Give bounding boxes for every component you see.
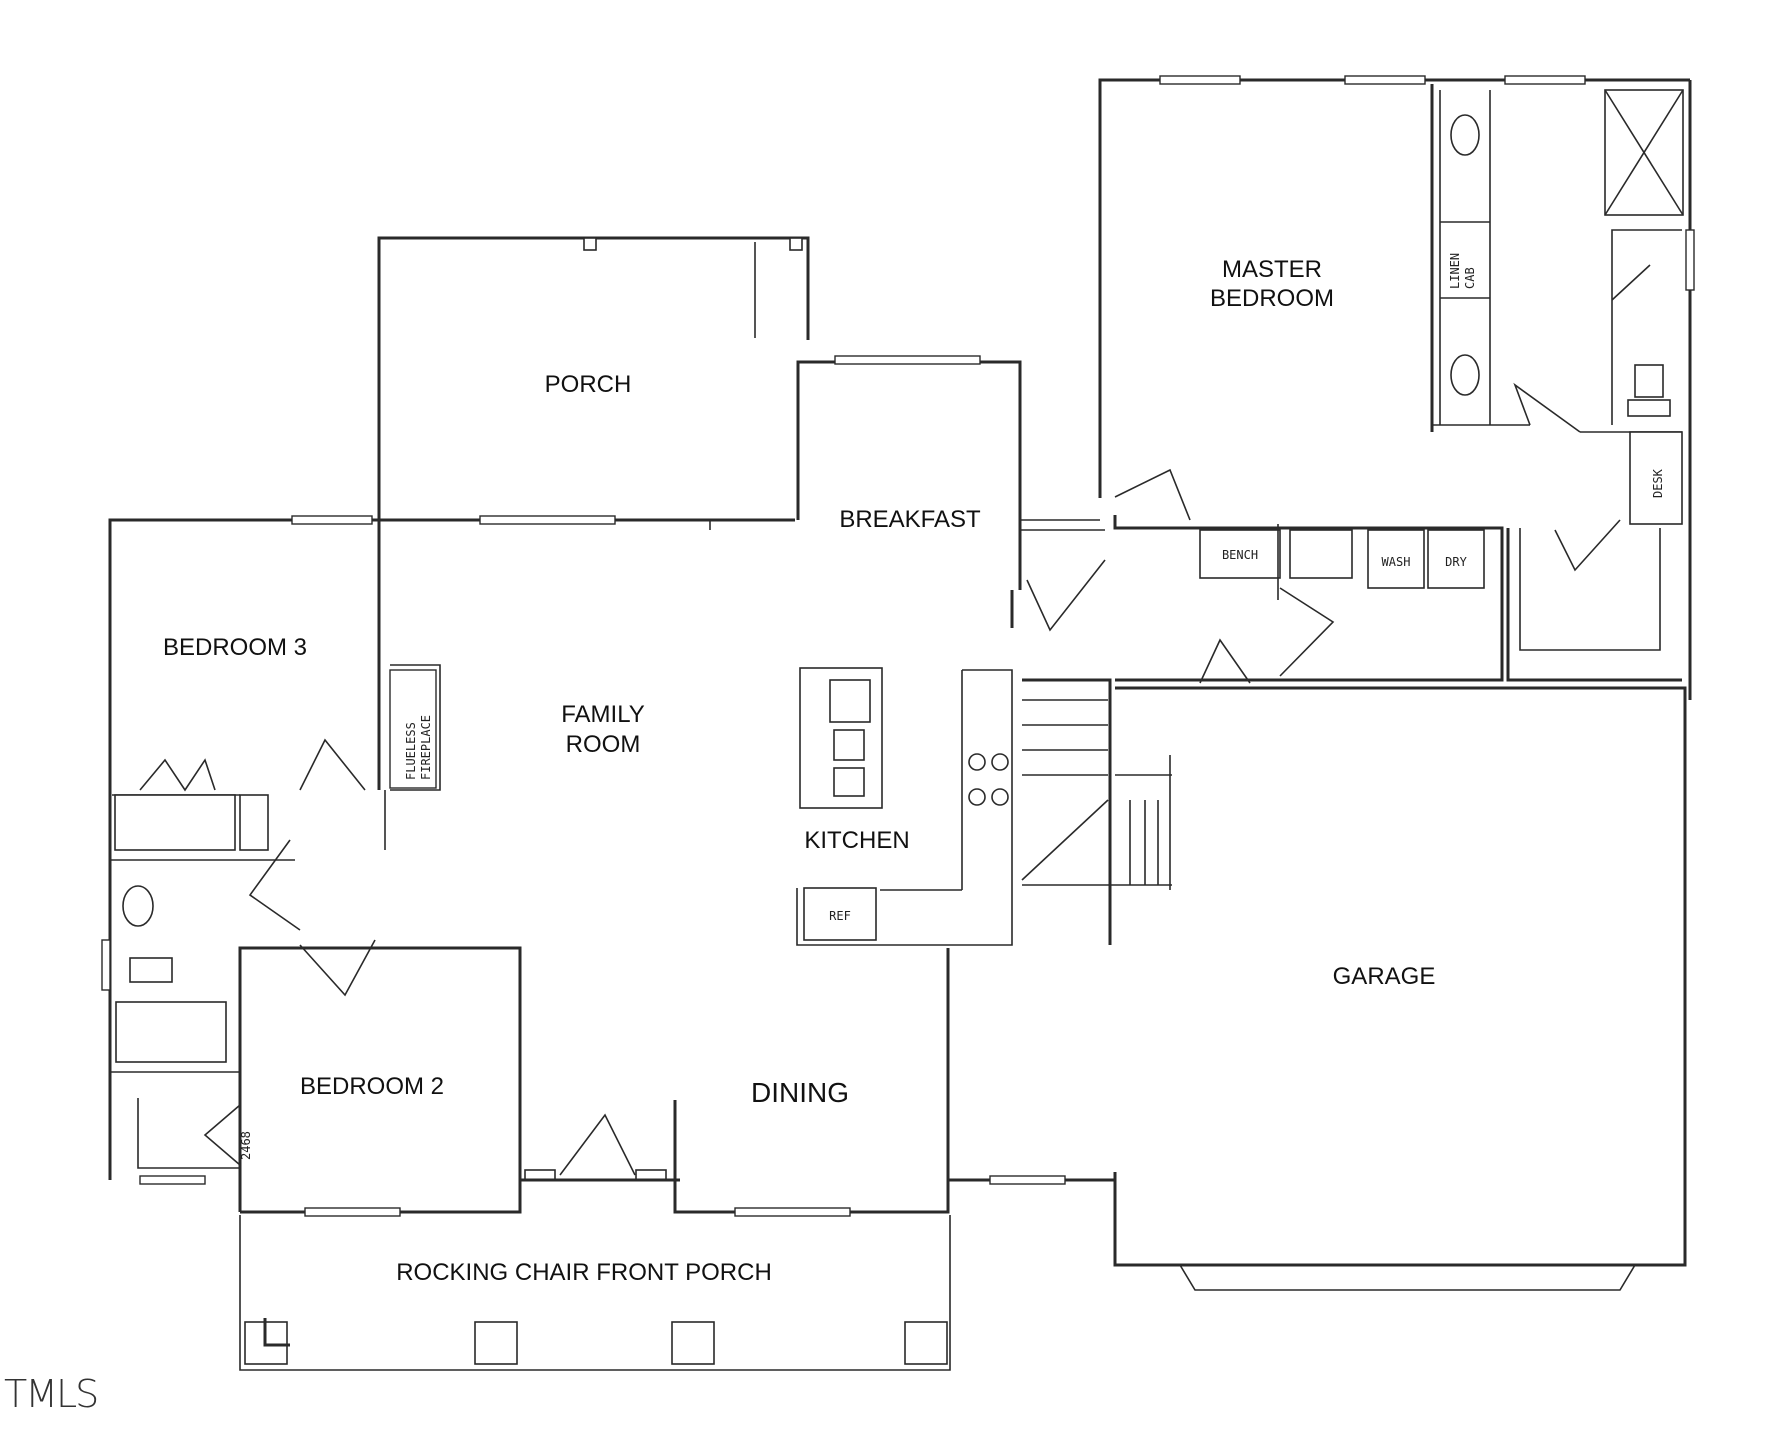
master-bedroom-label-line2: BEDROOM bbox=[1210, 285, 1334, 312]
front-porch bbox=[239, 1215, 951, 1371]
stairs bbox=[1021, 678, 1172, 945]
wash-label: WASH bbox=[1382, 555, 1411, 569]
master-suite bbox=[1098, 75, 1695, 700]
bedroom-2-label: BEDROOM 2 bbox=[300, 1073, 444, 1100]
porch-label: PORCH bbox=[545, 371, 632, 398]
family-room-label-line2: ROOM bbox=[566, 731, 641, 758]
fireplace-label-line1: FLUELESS bbox=[404, 722, 418, 780]
garage bbox=[948, 686, 1687, 1291]
ref-label: REF bbox=[829, 909, 851, 923]
breakfast-label: BREAKFAST bbox=[839, 506, 981, 533]
fireplace-label-line2: FIREPLACE bbox=[419, 715, 433, 780]
main-body bbox=[101, 515, 950, 1217]
master-bedroom-label-line1: MASTER bbox=[1222, 256, 1322, 283]
bedroom-3-label: BEDROOM 3 bbox=[163, 634, 307, 661]
laundry-area bbox=[1113, 468, 1682, 684]
linen-cab-label-line2: CAB bbox=[1463, 267, 1477, 289]
rear-porch bbox=[377, 236, 810, 520]
dining-label: DINING bbox=[751, 1077, 849, 1108]
dry-label: DRY bbox=[1445, 555, 1467, 569]
bench-label: BENCH bbox=[1222, 548, 1258, 562]
kitchen-label: KITCHEN bbox=[804, 827, 909, 854]
garage-label: GARAGE bbox=[1333, 963, 1436, 990]
kitchen bbox=[796, 667, 1013, 946]
linen-cab-label-line1: LINEN bbox=[1448, 253, 1462, 289]
closet-door-label: 2468 bbox=[239, 1131, 253, 1160]
breakfast-area bbox=[796, 355, 1106, 632]
desk-label: DESK bbox=[1651, 468, 1665, 498]
family-room-label-line1: FAMILY bbox=[561, 701, 645, 728]
front-porch-label: ROCKING CHAIR FRONT PORCH bbox=[396, 1259, 772, 1286]
mls-watermark: TMLS bbox=[4, 1372, 99, 1416]
